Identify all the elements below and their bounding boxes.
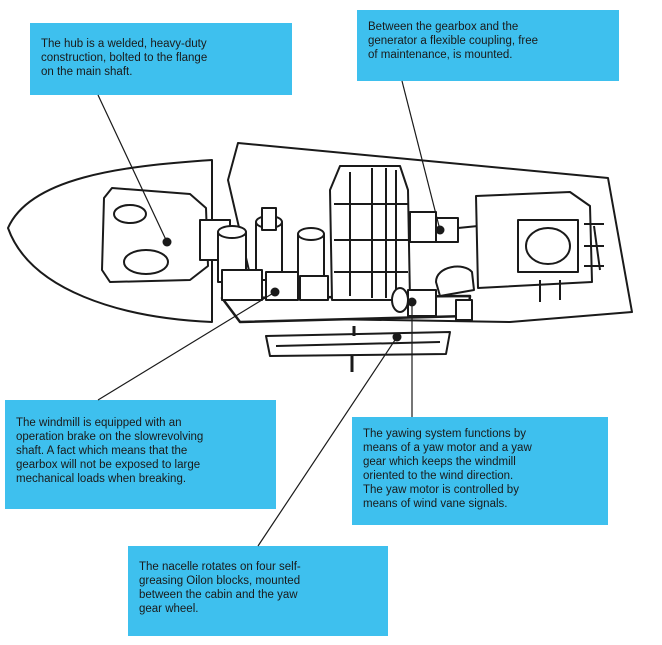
brake-unit <box>297 233 325 283</box>
leader-hub <box>97 94 168 243</box>
callout-coupling-box <box>357 10 619 81</box>
lower-block-1 <box>221 269 263 301</box>
callout-nacelle-text: The nacelle rotates on four self- greasi… <box>139 561 301 615</box>
lower-block-3 <box>299 275 329 301</box>
dot-yaw <box>407 297 417 307</box>
leader-brake <box>97 291 276 401</box>
brake-top <box>297 227 325 241</box>
dot-nacelle <box>392 332 402 342</box>
dot-hub <box>162 237 172 247</box>
coupling <box>409 211 437 243</box>
callout-hub-box <box>30 23 292 95</box>
leader-nacelle <box>257 336 398 547</box>
dot-brake <box>270 287 280 297</box>
gearbox <box>329 165 411 301</box>
callout-coupling-text: Between the gearbox and the generator a … <box>368 21 539 61</box>
yaw-motor <box>435 265 475 297</box>
bearing-pillar <box>261 207 277 231</box>
callout-brake-text: The windmill is equipped with an operati… <box>16 417 204 485</box>
callout-yaw-text: The yawing system functions by means of … <box>363 428 532 510</box>
callout-hub-text: The hub is a welded, heavy-duty construc… <box>41 38 208 78</box>
hub-hole-top <box>113 204 147 224</box>
callout-brake-box <box>5 400 276 509</box>
yaw-motor-cap <box>391 287 409 313</box>
hub-hole-bottom <box>123 249 169 275</box>
leader-coupling <box>401 80 441 231</box>
lower-block-2 <box>265 271 299 301</box>
dot-coupling <box>435 225 445 235</box>
callout-yaw-box <box>352 417 608 525</box>
bearing-front-top <box>217 225 247 239</box>
callout-nacelle-box <box>128 546 388 636</box>
